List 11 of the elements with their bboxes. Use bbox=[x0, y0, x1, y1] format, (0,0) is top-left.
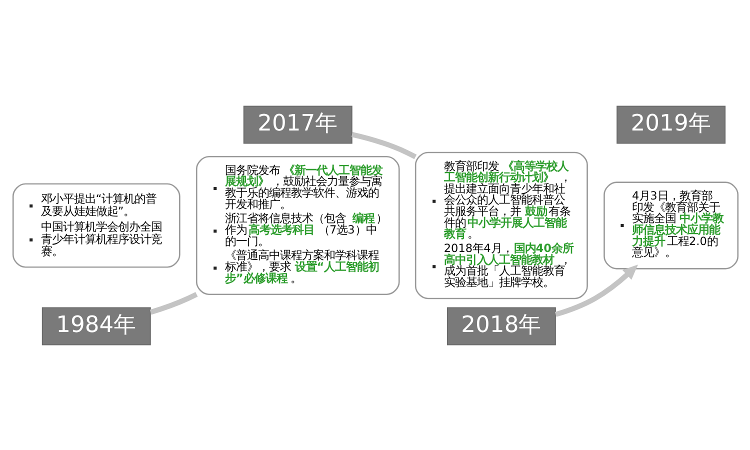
node-box: 2019年 bbox=[616, 105, 726, 144]
node-box: 2017年 bbox=[242, 105, 352, 144]
node-box: 2018年 bbox=[446, 306, 556, 345]
node-box: 教育部印发《高等学校人工智能创新行动计划》，提出建立面向青少年和社会公众的人工智能科普公共服务平台，并鼓励有条件的中小学开展人工智能教育。 2018年4月，国内40余所高中引入人工智能教材，成为首批「人工智能教育实验基地」挂牌学校。 bbox=[414, 151, 588, 299]
arrow bbox=[554, 264, 638, 316]
connector bbox=[149, 291, 198, 314]
node-box: 1984年 bbox=[41, 306, 150, 345]
node-box: 4月3日，教育部印发《教育部关于实施全国中小学教师信息技术应用能力提升工程2.0的意见》。 bbox=[603, 181, 738, 269]
connector bbox=[350, 131, 416, 159]
node-box: 国务院发布《新一代人工智能发展规划》，鼓励社会力量参与寓教于乐的编程教学软件、游戏的开发和推广。 浙江省将信息技术（包含编程）作为高考选考科目（7选3）中的一门。 《普通高中课程方案和学科课程标准》，要求设置“人工智能初步”必修课程。 bbox=[195, 155, 400, 295]
node-box: 邓小平提出“计算机的普及要从娃娃做起”。 中国计算机学会创办全国青少年计算机程序设计竞赛。 bbox=[12, 182, 180, 268]
